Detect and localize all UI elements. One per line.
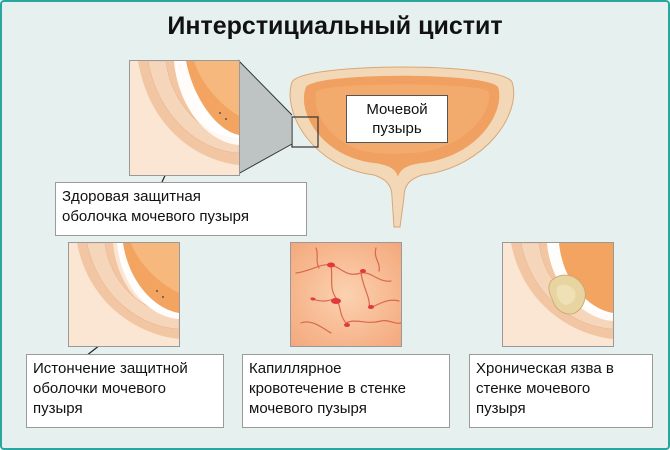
bladder-label: Мочевой пузырь: [346, 95, 448, 143]
bladder-label-line-1: Мочевой: [366, 101, 428, 118]
healthy-wall-image: [129, 60, 240, 176]
bleeding-wall-image: [290, 242, 402, 347]
caption-thinning-line-3: пузыря: [33, 400, 83, 417]
caption-healthy-line-2: оболочка мочевого пузыря: [62, 208, 249, 225]
caption-ulcer-line-2: стенке мочевого: [476, 380, 591, 397]
caption-thinning: Истончение защитной оболочки мочевого пу…: [26, 354, 224, 428]
caption-healthy-line-1: Здоровая защитная: [62, 188, 201, 205]
caption-healthy: Здоровая защитная оболочка мочевого пузы…: [55, 182, 307, 236]
caption-bleeding-line-2: кровотечение в стенке: [249, 380, 406, 397]
caption-ulcer-line-3: пузыря: [476, 400, 526, 417]
zoom-line-bottom: [237, 143, 293, 175]
ulcer-wall-image: [502, 242, 614, 347]
caption-bleeding-line-3: мочевого пузыря: [249, 400, 367, 417]
caption-bleeding: Капиллярное кровотечение в стенке мочево…: [242, 354, 450, 428]
bladder-label-line-2: пузырь: [372, 120, 422, 137]
diagram-title: Интерстициальный цистит: [167, 12, 503, 40]
thinning-wall-image: [68, 242, 180, 347]
caption-thinning-line-1: Истончение защитной: [33, 360, 188, 377]
zoom-line-top: [237, 59, 293, 116]
caption-bleeding-line-1: Капиллярное: [249, 360, 342, 377]
caption-ulcer-line-1: Хроническая язва в: [476, 360, 614, 377]
zoom-funnel: [238, 60, 292, 174]
caption-thinning-line-2: оболочки мочевого: [33, 380, 166, 397]
caption-ulcer: Хроническая язва в стенке мочевого пузыр…: [469, 354, 653, 428]
